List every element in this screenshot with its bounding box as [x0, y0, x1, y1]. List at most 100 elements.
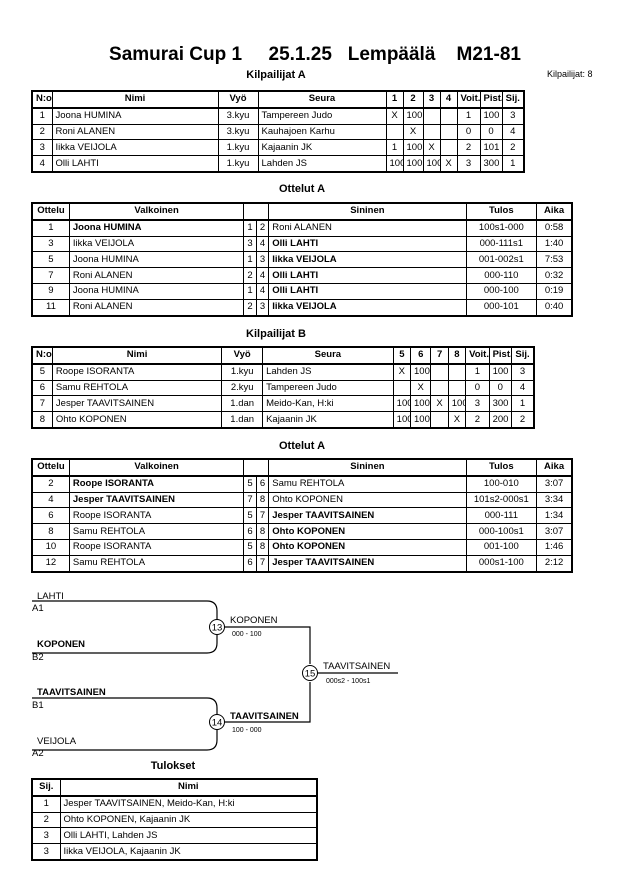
cell-points: 300 — [479, 155, 503, 173]
cell-match: 11 — [31, 298, 70, 317]
semi1-to-final-line — [217, 626, 311, 664]
results-title: Tulokset — [150, 760, 196, 772]
matches-b-title: Ottelut A — [278, 440, 326, 452]
semi2-top-name: TAAVITSAINEN — [37, 687, 106, 698]
event-name: Samurai Cup 1 — [109, 44, 243, 65]
cell-rank: 2 — [511, 411, 535, 429]
column-header: Pist. — [479, 90, 503, 109]
cell-white: Roope ISORANTA — [68, 475, 245, 493]
semi2: TAAVITSAINEN B1 VEIJOLA A2 14 TAAVITSAIN… — [32, 687, 299, 759]
cell-no: 7 — [31, 395, 53, 413]
column-header: Nimi — [59, 778, 318, 797]
column-header: 7 — [430, 346, 449, 365]
cell-blue-no: 2 — [255, 219, 270, 237]
competitor-count: Kilpailijat: 8 — [547, 69, 593, 79]
cell-white-no: 2 — [243, 298, 257, 317]
semi2-bottom-name: VEIJOLA — [37, 736, 77, 747]
cell-name: Ohto KOPONEN — [51, 411, 223, 429]
column-header: Ottelu — [31, 458, 70, 477]
cell-rank: 1 — [31, 795, 61, 813]
cell-name: Roope ISORANTA — [51, 363, 223, 381]
cell-blue-no: 4 — [255, 235, 270, 253]
column-header: Sij. — [501, 90, 525, 109]
cell-name: Olli LAHTI, Lahden JS — [59, 827, 318, 845]
final-match-circle — [302, 665, 318, 681]
cell-club: Lahden JS — [262, 363, 394, 381]
column-header: Sininen — [268, 458, 467, 477]
cell-points: 100 — [488, 363, 513, 381]
cell-rank: 3 — [31, 843, 61, 861]
semi1-bottom-name: KOPONEN — [37, 639, 85, 650]
semi2-score: 100 - 000 — [232, 727, 262, 734]
column-header: Nimi — [51, 346, 223, 365]
column-header: Tulos — [465, 458, 538, 477]
cell-r3 — [430, 363, 449, 381]
cell-r4: X — [447, 411, 467, 429]
event-date: 25.1.25 — [268, 44, 332, 65]
cell-name: Jesper TAAVITSAINEN, Meido-Kan, H:ki — [59, 795, 318, 813]
results-header-row: Sij.Nimi — [31, 778, 318, 797]
cell-match: 12 — [31, 554, 70, 573]
final-match-number: 15 — [305, 669, 316, 680]
cell-blue-no: 6 — [255, 475, 270, 493]
semi1-bottom-seed: B2 — [32, 652, 44, 663]
column-header: 1 — [385, 90, 404, 109]
cell-no: 1 — [31, 107, 53, 125]
cell-time: 0:40 — [536, 298, 573, 317]
semi2-bottom-seed: A2 — [32, 748, 44, 759]
semi2-top-seed: B1 — [32, 700, 44, 711]
column-header: 5 — [392, 346, 412, 365]
page-title: Samurai Cup 1 25.1.25 Lempäälä M21-81 — [0, 44, 630, 66]
cell-match: 1 — [31, 219, 70, 237]
column-header: Seura — [257, 90, 387, 109]
column-header: N:o — [31, 346, 53, 365]
semi2-to-final-line — [217, 682, 311, 723]
semi1-top-name: LAHTI — [37, 591, 64, 602]
column-header: Aika — [536, 202, 573, 221]
column-header: N:o — [31, 90, 53, 109]
cell-rank: 1 — [511, 395, 535, 413]
column-header: Sij. — [511, 346, 535, 365]
cell-rank: 3 — [501, 107, 525, 125]
semi1-score: 000 - 100 — [232, 631, 262, 638]
cell-blue: Jesper TAAVITSAINEN — [268, 554, 467, 573]
semi1-match-number: 13 — [212, 623, 223, 634]
cell-white: Roni ALANEN — [68, 298, 245, 317]
cell-white-no: 1 — [243, 219, 257, 237]
cell-no: 8 — [31, 411, 53, 429]
cell-blue: Iikka VEIJOLA — [268, 298, 467, 317]
semi2-match-number: 14 — [212, 718, 223, 729]
cell-r4: X — [439, 155, 458, 173]
cell-r1: 100 — [392, 411, 412, 429]
column-header: 8 — [447, 346, 467, 365]
final-score: 000s2 - 100s1 — [326, 678, 370, 685]
semi2-winner-name: TAAVITSAINEN — [230, 711, 299, 722]
event-category: M21-81 — [456, 44, 521, 65]
cell-blue: Roni ALANEN — [268, 219, 467, 237]
cell-points: 200 — [488, 411, 513, 429]
column-header: 6 — [410, 346, 432, 365]
column-header: Aika — [536, 458, 573, 477]
column-header: Sininen — [268, 202, 467, 221]
cell-rank: 4 — [511, 379, 535, 397]
cell-r2: 100 — [410, 411, 432, 429]
